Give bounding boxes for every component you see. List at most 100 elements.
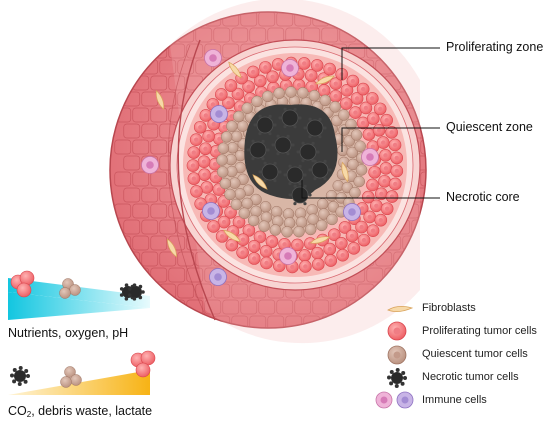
quiescent-cell (346, 146, 359, 159)
nutrients-label: Nutrients, oxygen, pH (8, 326, 129, 340)
quiescent-cell (258, 220, 270, 232)
fibroblast (341, 161, 349, 183)
proliferating-cell (366, 224, 380, 237)
proliferating-cell (187, 146, 201, 159)
proliferating-cell (186, 159, 200, 172)
proliferating-cell (253, 230, 267, 244)
proliferating-cell (370, 199, 383, 213)
proliferating-cell (323, 242, 337, 256)
proliferating-cell (335, 237, 348, 250)
proliferating-cell (260, 256, 273, 270)
proliferating-cell (380, 202, 394, 216)
quiescent-cell (345, 118, 357, 131)
proliferating-cell (372, 123, 386, 137)
proliferating-cell (224, 79, 238, 92)
proliferating-cell (366, 178, 379, 192)
proliferating-cell (242, 80, 255, 93)
proliferating-cell (356, 116, 370, 130)
necrotic-cell (274, 136, 292, 154)
quiescent-cell (236, 120, 249, 132)
necrotic-cell (306, 119, 324, 137)
proliferating-cell (265, 235, 279, 248)
legend-fibroblasts: Fibroblasts (422, 302, 476, 314)
proliferating-cell (390, 151, 404, 165)
proliferating-cell (207, 220, 220, 233)
proliferating-cell (236, 233, 250, 247)
necrotic-cell (256, 116, 274, 134)
quiescent-cell (219, 177, 232, 190)
fibroblast (155, 89, 165, 111)
quiescent-cell (336, 144, 349, 157)
proliferating-cell (297, 57, 311, 70)
proliferating-cell (379, 149, 392, 162)
proliferating-cell (327, 228, 341, 241)
proliferating-cell (355, 220, 368, 234)
proliferating-cell (345, 229, 359, 243)
proliferating-cell (324, 254, 338, 267)
quiescent-cell (238, 207, 251, 219)
quiescent-cell (230, 130, 243, 143)
proliferating-cell (368, 165, 381, 179)
proliferating-cell (374, 213, 388, 227)
necrotic-cell (281, 109, 299, 127)
proliferating-cell (385, 190, 399, 203)
proliferating-cell (236, 246, 249, 259)
necrotic-cell (311, 161, 329, 179)
legend-quiescent: Quiescent tumor cells (422, 348, 528, 360)
proliferating-cell (311, 258, 325, 271)
proliferating-cell (222, 96, 235, 110)
proliferating-cell (199, 142, 212, 156)
proliferating-cell (379, 162, 393, 175)
proliferating-cell (346, 74, 360, 88)
proliferating-zone-label: Proliferating zone (446, 40, 544, 54)
proliferating-cell (259, 245, 273, 258)
proliferating-cell (187, 172, 201, 185)
proliferating-cell (199, 109, 213, 122)
proliferating-cell (373, 102, 387, 116)
proliferating-cell (339, 97, 353, 110)
proliferating-cell (217, 215, 231, 229)
quiescent-cell (234, 188, 246, 200)
proliferating-cell (311, 246, 324, 260)
quiescent-cell (226, 120, 238, 132)
quiescent-cell (241, 197, 253, 210)
proliferating-cell (304, 69, 318, 82)
quiescent-cell (319, 94, 331, 107)
proliferating-cell (266, 70, 279, 84)
scattered-cells (141, 49, 379, 286)
proliferating-cell (356, 82, 370, 96)
proliferating-cell (336, 248, 349, 262)
quiescent-cell (251, 95, 263, 108)
quiescent-cell (316, 198, 329, 210)
proliferating-cell (197, 155, 211, 168)
necrotic-cell (286, 166, 304, 184)
quiescent-cell (338, 109, 350, 121)
quiescent-cell (216, 166, 229, 178)
quiescent-cell (325, 190, 338, 202)
quiescent-zone-label: Quiescent zone (446, 120, 533, 134)
proliferating-cell (375, 187, 388, 201)
proliferating-cell (189, 133, 203, 146)
proliferating-cell (357, 233, 371, 247)
quiescent-cell (353, 175, 365, 188)
gradient-proliferating-cell (16, 282, 32, 298)
gradient-necrotic-cell (14, 370, 26, 382)
proliferating-cell (376, 136, 390, 149)
quiescent-cell (285, 86, 297, 98)
quiescent-cell (281, 226, 293, 238)
proliferating-cell (202, 129, 215, 143)
proliferating-cell (329, 77, 343, 90)
gradient-proliferating-cell (135, 362, 151, 378)
proliferating-cell (291, 238, 304, 252)
gradient-quiescent-cell (70, 374, 82, 386)
quiescent-cell (270, 205, 283, 218)
proliferating-cell (388, 138, 402, 152)
fibroblast (167, 238, 177, 258)
proliferating-cell (193, 120, 207, 134)
quiescent-cell (247, 214, 260, 227)
legend-immune: Immune cells (422, 394, 487, 406)
gradient-proliferating-cell (19, 270, 35, 286)
proliferating-cell (298, 249, 311, 262)
proliferating-cell (347, 242, 361, 255)
